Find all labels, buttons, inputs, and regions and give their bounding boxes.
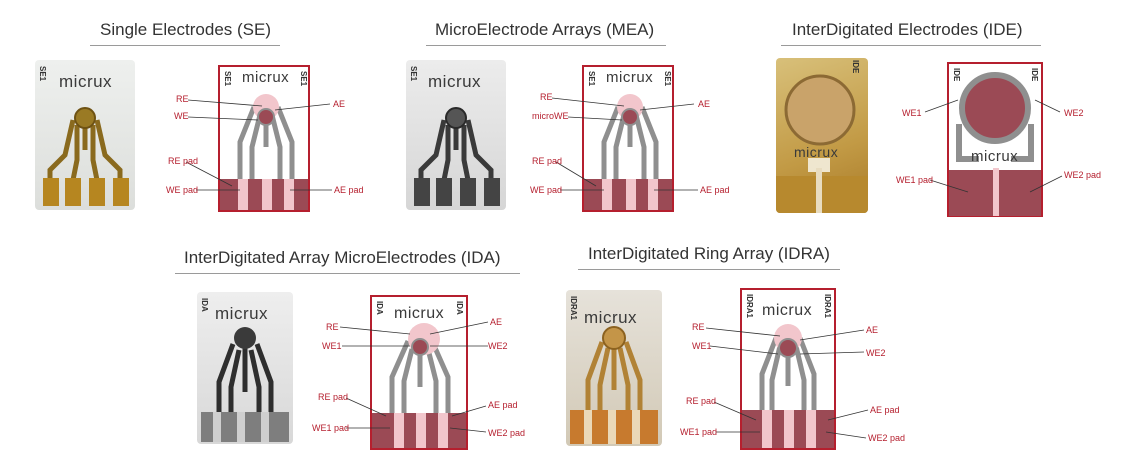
- title-underline: [90, 45, 280, 46]
- label-we1: WE1: [322, 341, 342, 351]
- label-re: RE: [326, 322, 339, 332]
- label-re-pad: RE pad: [318, 392, 349, 402]
- panel-title: InterDigitated Ring Array (IDRA): [588, 244, 830, 263]
- brand-logo: micrux: [971, 148, 1019, 165]
- label-we-pad: WE pad: [530, 185, 563, 195]
- panel-title: InterDigitated Electrodes (IDE): [792, 20, 1023, 39]
- label-ae: AE: [866, 325, 879, 335]
- label-we2: WE2: [866, 348, 886, 358]
- ide-photo: micrux IDE: [776, 58, 868, 213]
- brand-logo: micrux: [394, 305, 445, 322]
- brand-logo: micrux: [242, 69, 290, 86]
- label-re: RE: [176, 94, 189, 104]
- panel-title: MicroElectrode Arrays (MEA): [435, 20, 655, 39]
- brand-logo: micrux: [794, 144, 839, 160]
- ida-schematic: micrux IDA IDA: [370, 295, 468, 450]
- label-re-pad: RE pad: [168, 156, 199, 166]
- ida-photo: micrux IDA: [197, 292, 293, 444]
- label-re: RE: [540, 92, 553, 102]
- mea-schematic: micrux SE1 SE1: [582, 65, 674, 212]
- label-we2: WE2: [1064, 108, 1084, 118]
- label-ae: AE: [698, 99, 711, 109]
- label-re-pad: RE pad: [532, 156, 563, 166]
- se-schematic: micrux SE1 SE1: [218, 65, 310, 212]
- idra-schematic: micrux IDRA1 IDRA1: [740, 288, 836, 450]
- label-we1-pad: WE1 pad: [680, 427, 718, 437]
- idra-photo: micrux IDRA1: [566, 290, 662, 446]
- title-underline: [426, 45, 666, 46]
- title-underline: [578, 269, 840, 270]
- brand-logo: micrux: [606, 69, 654, 86]
- label-we2-pad: WE2 pad: [488, 428, 526, 438]
- label-ae-pad: AE pad: [334, 185, 364, 195]
- panel-title: InterDigitated Array MicroElectrodes (ID…: [184, 248, 501, 267]
- label-we2-pad: WE2 pad: [1064, 170, 1102, 180]
- brand-logo: micrux: [215, 304, 269, 323]
- panel-title: Single Electrodes (SE): [100, 20, 272, 39]
- ide-schematic: micrux IDE IDE: [947, 62, 1043, 217]
- label-we-pad: WE pad: [166, 185, 199, 195]
- brand-logo: micrux: [762, 302, 813, 319]
- label-we: WE: [174, 111, 189, 121]
- label-ae-pad: AE pad: [700, 185, 730, 195]
- label-re-pad: RE pad: [686, 396, 717, 406]
- label-ae: AE: [333, 99, 346, 109]
- label-we1-pad: WE1 pad: [312, 423, 350, 433]
- label-ae-pad: AE pad: [488, 400, 518, 410]
- label-we1: WE1: [902, 108, 922, 118]
- title-underline: [175, 273, 520, 274]
- mea-photo: micrux SE1: [406, 60, 506, 210]
- label-ae: AE: [490, 317, 503, 327]
- label-we2-pad: WE2 pad: [868, 433, 906, 443]
- title-underline: [781, 45, 1041, 46]
- brand-logo: micrux: [584, 308, 638, 327]
- label-we1-pad: WE1 pad: [896, 175, 934, 185]
- label-ae-pad: AE pad: [870, 405, 900, 415]
- brand-logo: micrux: [428, 72, 482, 91]
- label-we1: WE1: [692, 341, 712, 351]
- brand-logo: micrux: [59, 72, 113, 91]
- se-photo: micrux SE1: [35, 60, 135, 210]
- label-micro-we: microWE: [532, 111, 569, 121]
- label-we2: WE2: [488, 341, 508, 351]
- label-re: RE: [692, 322, 705, 332]
